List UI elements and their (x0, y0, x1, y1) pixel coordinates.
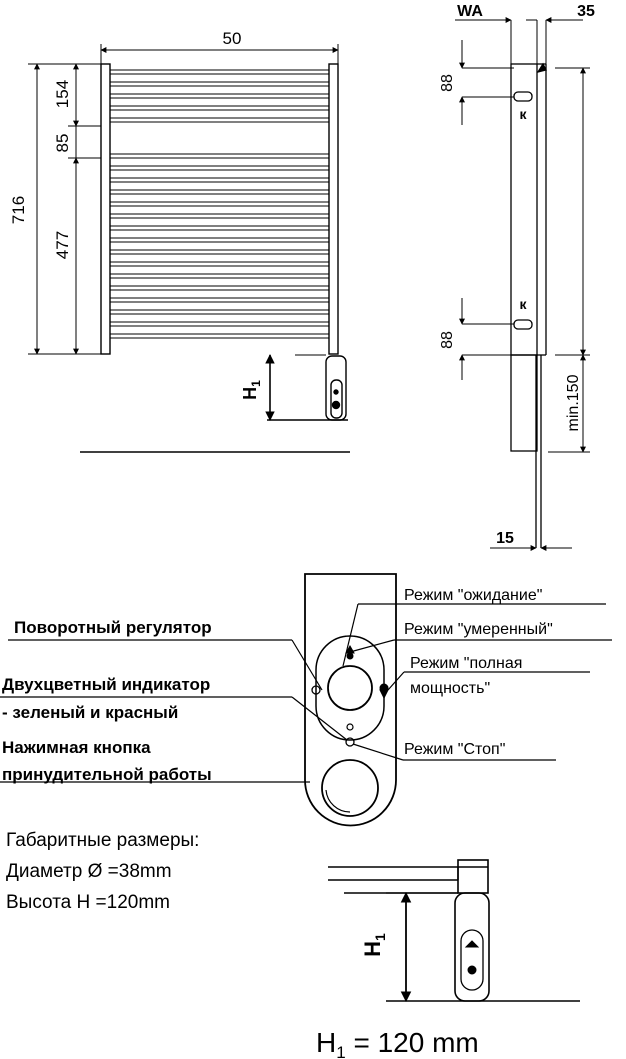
control-housing (304, 573, 397, 827)
control-labels: Поворотный регулятор Двухцветный индикат… (2, 587, 553, 784)
k-top-label: к (519, 106, 527, 122)
mode-full-label-line1: Режим "полная (410, 655, 522, 672)
mode-full-label-line2: мощность" (410, 680, 490, 697)
front-h1-label: H1 (240, 380, 263, 400)
dim-top-label: 154 (53, 80, 72, 108)
front-view (28, 44, 350, 453)
bracket-top-label: 88 (439, 74, 456, 92)
min-label: min.150 (565, 374, 582, 431)
mode-stop-label: Режим "Стоп" (404, 741, 505, 758)
bracket-bottom-label: 88 (439, 331, 456, 349)
dimensions-heading: Габаритные размеры: (6, 830, 199, 851)
diameter-label: Диаметр Ø =38mm (6, 861, 172, 882)
mode-standby-label: Режим "ожидание" (404, 587, 542, 604)
dim-bottom-label: 477 (53, 231, 72, 259)
total-height-label: 716 (9, 196, 28, 224)
heater-element (325, 355, 347, 421)
push-button (321, 759, 379, 817)
callout-lines (0, 603, 612, 783)
side-view-labels: WA 35 88 88 к к min.150 15 (439, 3, 595, 547)
mode-moderate-label: Режим "умеренный" (404, 621, 553, 638)
depth-label: 35 (577, 3, 595, 20)
indicator-dot (345, 737, 355, 747)
rungs (110, 69, 329, 339)
left-post (100, 63, 111, 355)
height-label: Высота H =120mm (6, 892, 170, 913)
k-bottom-label: к (519, 296, 527, 312)
rotary-label: Поворотный регулятор (14, 618, 212, 637)
front-view-labels: 50 716 154 85 477 H1 (9, 29, 263, 400)
offset-label: 15 (496, 530, 514, 547)
indicator-label-line2: - зеленый и красный (2, 703, 178, 722)
dim-mid-label: 85 (53, 134, 72, 153)
detail-h1-label: H1 (360, 933, 388, 957)
control-unit (304, 573, 397, 827)
right-post (328, 63, 339, 355)
side-view (455, 17, 590, 551)
button-label-line2: принудительной работы (2, 765, 212, 784)
button-label-line1: Нажимная кнопка (2, 738, 151, 757)
detail-view (328, 859, 580, 1003)
rotary-knob (327, 665, 373, 711)
h1-formula: H1 = 120 mm (316, 1027, 479, 1059)
detail-labels: H1 H1 = 120 mm (316, 933, 479, 1059)
wa-label: WA (457, 3, 483, 20)
indicator-label-line1: Двухцветный индикатор (2, 675, 210, 694)
width-label: 50 (223, 29, 242, 48)
dimensions-block: Габаритные размеры: Диаметр Ø =38mm Высо… (6, 830, 199, 913)
